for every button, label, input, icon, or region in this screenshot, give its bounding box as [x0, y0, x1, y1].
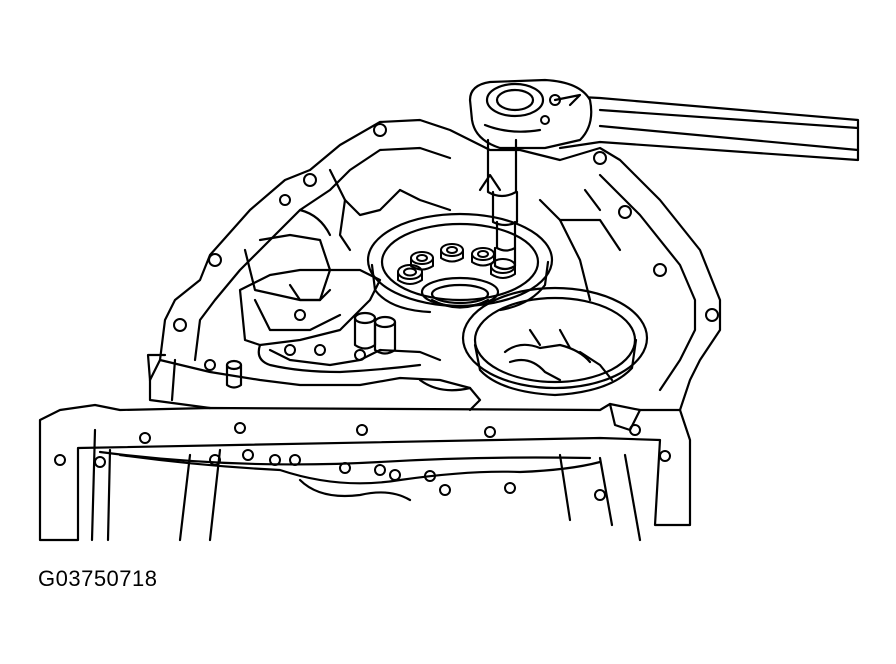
case-side-details — [146, 353, 642, 432]
pump-bolts — [397, 243, 516, 285]
case-body-outline — [148, 118, 722, 412]
valve-body-plate — [238, 268, 442, 374]
figure-code-label: G03750718 — [38, 566, 158, 591]
accumulator-pistons — [225, 311, 397, 389]
flange-bolt-holes — [54, 422, 671, 501]
case-bolt-holes — [173, 123, 719, 371]
case-internal-ribs — [243, 168, 622, 302]
socket-wrench — [468, 78, 860, 271]
case-lower-flange — [38, 402, 692, 542]
oil-pump-bore — [366, 212, 554, 314]
differential-bore — [461, 286, 649, 397]
